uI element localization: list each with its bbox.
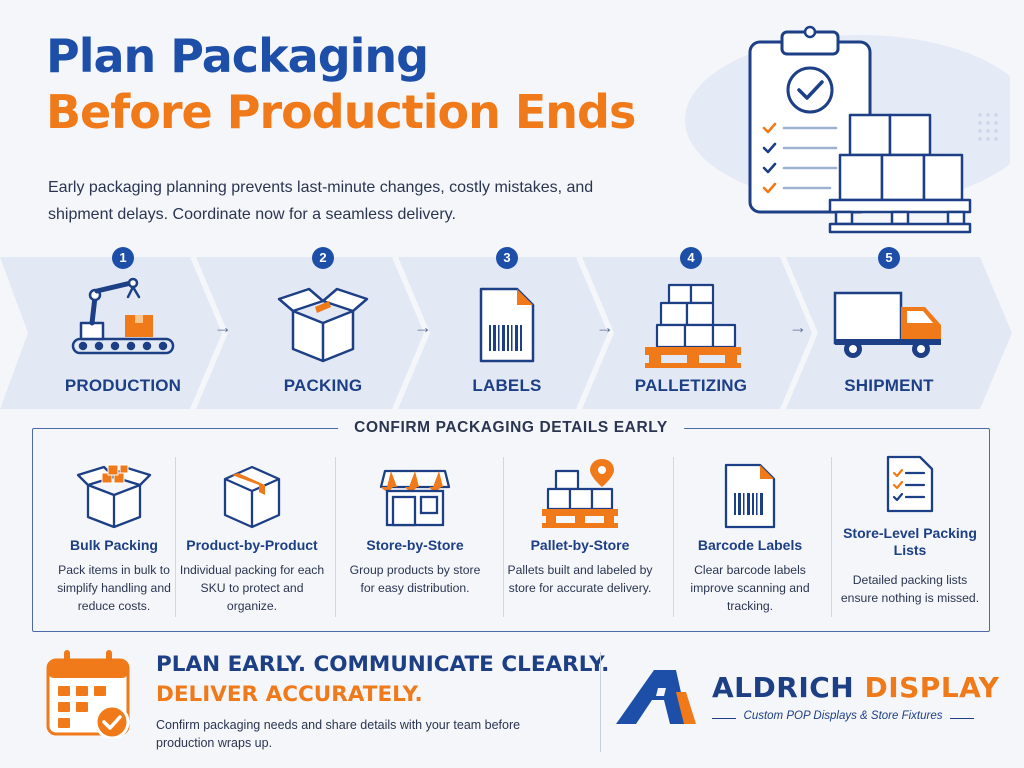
tagline-rule xyxy=(712,718,736,719)
logo-name: ALDRICH DISPLAY xyxy=(712,671,999,704)
aldrich-logo-icon xyxy=(614,666,714,733)
page-title-line1: Plan Packaging xyxy=(46,29,429,83)
detail-title: Barcode Labels xyxy=(697,537,803,553)
column-divider xyxy=(831,457,832,617)
boxes-on-pallet-icon xyxy=(635,277,747,374)
column-divider xyxy=(335,457,336,617)
arrow-right-icon: → xyxy=(789,317,807,337)
step-label: SHIPMENT xyxy=(844,376,934,395)
logo-name-part1: ALDRICH xyxy=(712,671,855,704)
footer-body: Confirm packaging needs and share detail… xyxy=(156,718,521,750)
column-divider xyxy=(503,457,504,617)
step-number: 4 xyxy=(680,247,702,269)
detail-description: Group products by store for easy distrib… xyxy=(349,563,481,595)
detail-title: Pallet-by-Store xyxy=(530,537,630,553)
detail-description: Pallets built and labeled by store for a… xyxy=(507,563,653,595)
checklist-icon xyxy=(880,453,940,520)
storefront-icon xyxy=(377,457,453,536)
logo-tagline: Custom POP Displays & Store Fixtures xyxy=(743,710,943,722)
arrow-right-icon: → xyxy=(414,317,432,337)
details-title: CONFIRM PACKAGING DETAILS EARLY xyxy=(338,419,684,437)
page-title-line2: Before Production Ends xyxy=(46,85,636,139)
step-number: 2 xyxy=(312,247,334,269)
delivery-truck-icon xyxy=(829,277,949,372)
detail-barcode-labels: Barcode Labels Clear barcode labels impr… xyxy=(671,453,829,625)
robot-arm-conveyor-icon xyxy=(67,277,179,372)
step-packing: 2 PACKING xyxy=(238,245,408,415)
detail-description: Detailed packing lists ensure nothing is… xyxy=(840,573,980,605)
detail-description: Individual packing for each SKU to prote… xyxy=(179,563,325,613)
single-box-icon xyxy=(217,457,287,536)
step-label: PALLETIZING xyxy=(634,376,748,395)
arrow-right-icon: → xyxy=(214,317,232,337)
bulk-box-icon xyxy=(74,457,154,536)
intro-text: Early packaging planning prevents last-m… xyxy=(48,179,594,223)
logo-tagline-row: Custom POP Displays & Store Fixtures xyxy=(712,710,974,726)
footer-headline-1: PLAN EARLY. COMMUNICATE CLEARLY. xyxy=(156,652,610,677)
detail-bulk-packing: Bulk Packing Pack items in bulk to simpl… xyxy=(35,453,193,625)
arrow-right-icon: → xyxy=(596,317,614,337)
detail-product-by-product: Product-by-Product Individual packing fo… xyxy=(173,453,331,625)
step-labels: 3 LABELS xyxy=(422,245,592,415)
footer-divider xyxy=(600,652,601,752)
step-number: 1 xyxy=(112,247,134,269)
detail-description: Clear barcode labels improve scanning an… xyxy=(690,563,810,613)
footer-headline-2: DELIVER ACCURATELY. xyxy=(156,682,423,707)
packaging-details-panel: CONFIRM PACKAGING DETAILS EARLY Bulk Pac… xyxy=(32,419,990,632)
calendar-check-icon xyxy=(42,648,138,753)
detail-store-by-store: Store-by-Store Group products by store f… xyxy=(336,453,494,625)
detail-pallet-by-store: Pallet-by-Store Pallets built and labele… xyxy=(501,453,659,625)
process-band: 1 PRODUCTION → xyxy=(0,245,1024,415)
barcode-label-icon xyxy=(467,277,547,372)
open-box-icon xyxy=(273,277,373,372)
step-number: 5 xyxy=(878,247,900,269)
detail-title: Bulk Packing xyxy=(70,537,158,553)
step-palletizing: 4 PALLETIZING xyxy=(606,245,776,415)
column-divider xyxy=(673,457,674,617)
detail-title: Store-Level Packing Lists xyxy=(843,525,977,558)
column-divider xyxy=(175,457,176,617)
step-number: 3 xyxy=(496,247,518,269)
step-label: PRODUCTION xyxy=(64,376,182,395)
step-label: LABELS xyxy=(472,376,542,395)
step-label: PACKING xyxy=(283,376,363,395)
detail-store-level-packing-lists: Store-Level Packing Lists Detailed packi… xyxy=(831,453,989,625)
barcode-icon xyxy=(718,457,782,536)
pallet-location-icon xyxy=(536,457,624,538)
detail-title: Store-by-Store xyxy=(366,537,464,553)
clipboard-checklist-pallet-icon xyxy=(670,20,1024,240)
detail-title: Product-by-Product xyxy=(186,537,318,553)
tagline-rule xyxy=(950,718,974,719)
step-production: 1 PRODUCTION xyxy=(38,245,208,415)
step-shipment: 5 SHIPMENT xyxy=(804,245,974,415)
detail-description: Pack items in bulk to simplify handling … xyxy=(57,563,171,613)
logo-name-part2: DISPLAY xyxy=(864,671,1000,704)
title-block: Plan Packaging Before Production Ends xyxy=(46,28,636,140)
